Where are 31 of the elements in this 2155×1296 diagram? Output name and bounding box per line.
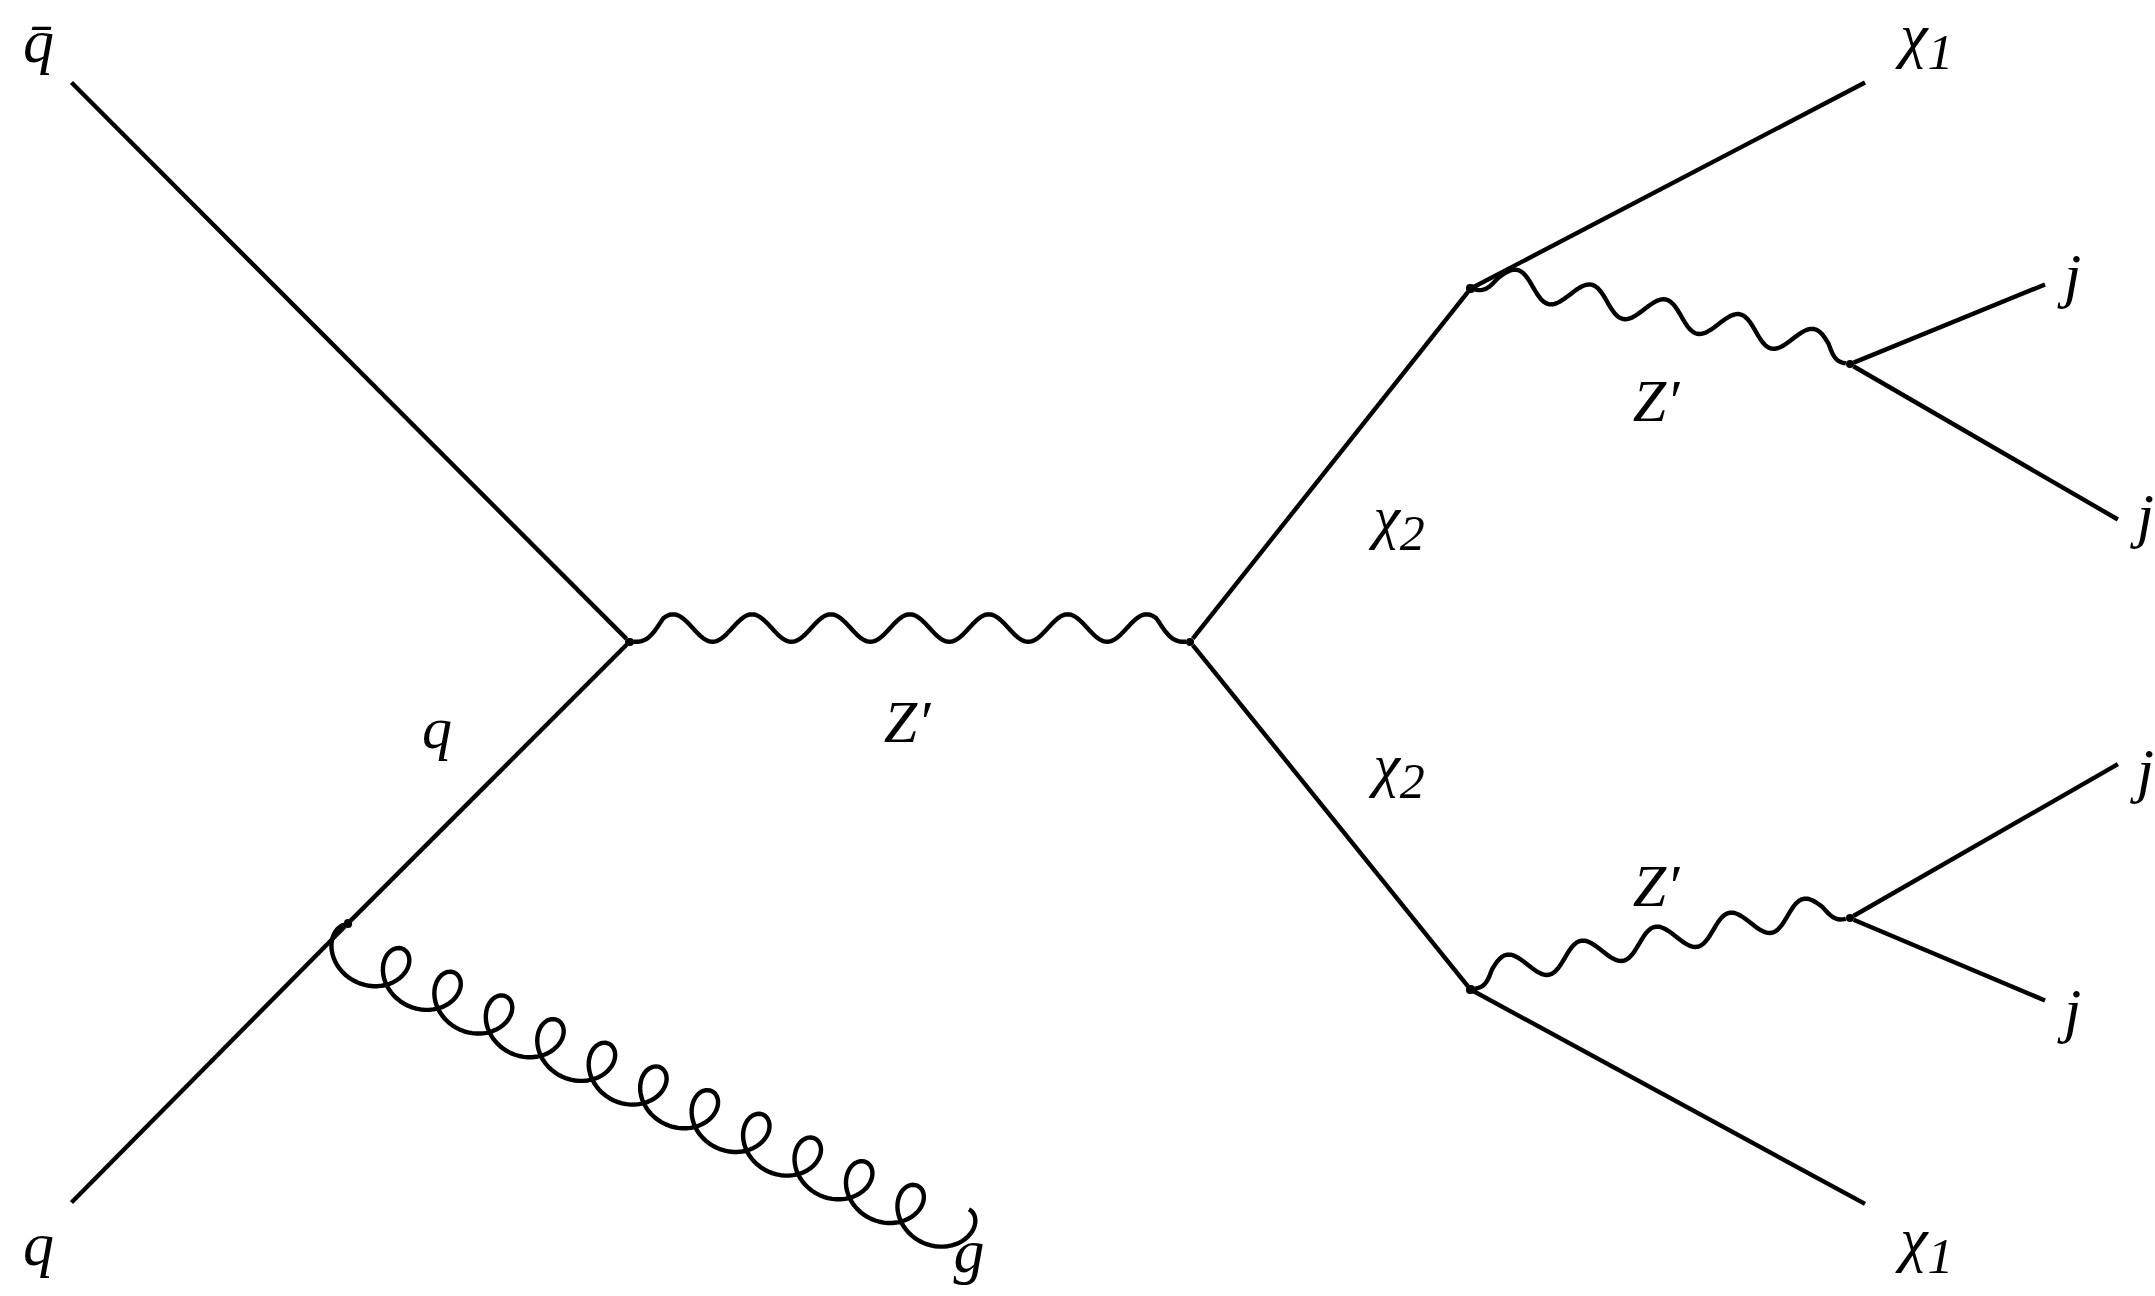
straight-line [1191, 290, 1470, 640]
straight-line [349, 643, 629, 923]
vertex-dot [625, 637, 634, 646]
particle-label: j [2045, 968, 2100, 1052]
straight-line [1473, 80, 1866, 289]
wavy-line [633, 612, 1187, 645]
vertex-dot [1186, 637, 1195, 646]
vertex-dot [1845, 913, 1854, 923]
vertex-dot [1466, 284, 1475, 293]
vertex-dot [1845, 360, 1854, 369]
wavy-line [1474, 896, 1847, 991]
straight-line [1473, 989, 1867, 1206]
straight-line [69, 924, 347, 1205]
straight-line [69, 80, 629, 641]
particle-label: q [5, 1202, 72, 1285]
straight-line [1852, 762, 2119, 918]
vertex-dot [1466, 985, 1475, 994]
vertex-dot [343, 919, 352, 928]
curly-line [329, 922, 978, 1249]
straight-line [1852, 917, 2046, 1003]
straight-line [1852, 364, 2119, 522]
particle-label: q̄ [5, 0, 72, 83]
particle-label: j [2045, 233, 2100, 317]
particle-label: χ$_{1}$ [1865, 0, 1989, 83]
particle-label: j [2117, 728, 2155, 811]
particle-label: g [934, 1209, 1004, 1292]
straight-line [1191, 643, 1470, 988]
particle-label: j [2117, 474, 2155, 557]
straight-line [1852, 282, 2046, 365]
particle-label: χ$_{1}$ [1865, 1203, 1989, 1287]
wavy-line [1474, 267, 1847, 366]
